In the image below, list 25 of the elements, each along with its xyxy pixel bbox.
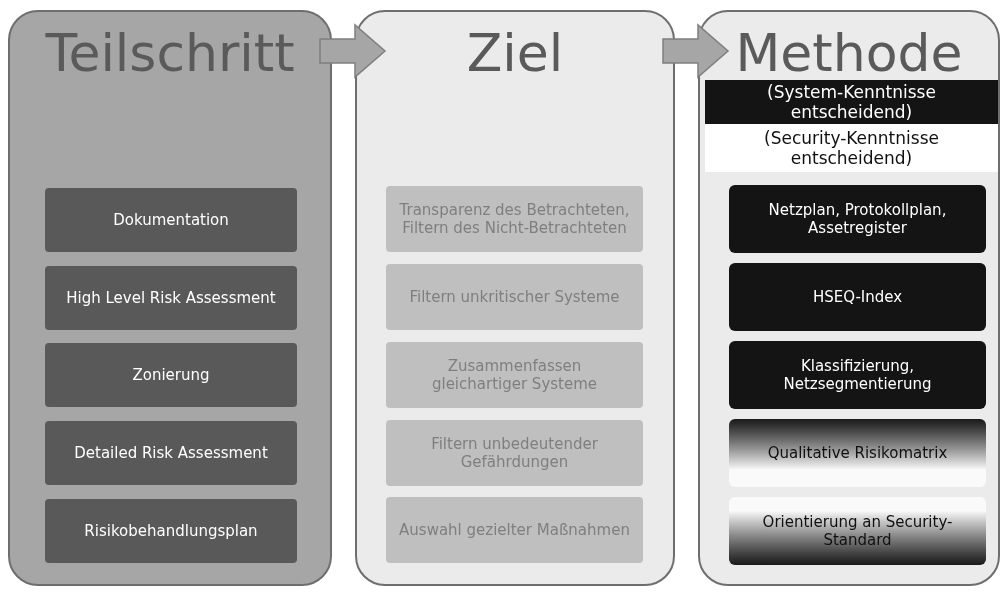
note-band: (Security-Kenntnisse entscheidend) [705, 124, 998, 172]
goal-box: Auswahl gezielter Maßnahmen [386, 497, 643, 563]
method-box: Klassifizierung, Netzsegmentierung [729, 341, 986, 409]
block-arrow [662, 23, 730, 79]
block-arrow [319, 23, 387, 79]
column-heading: Teilschritt [44, 24, 296, 82]
column-heading: Ziel [465, 24, 565, 82]
goal-box: Transparenz des Betrachteten, Filtern des Nicht-Betrachteten [386, 186, 643, 252]
step-box: High Level Risk Assessment [45, 266, 297, 330]
step-box: Dokumentation [45, 188, 297, 252]
column-panel [698, 10, 1000, 586]
method-box: Qualitative Risikomatrix [729, 419, 986, 487]
goal-box: Filtern unkritischer Systeme [386, 264, 643, 330]
step-box: Zonierung [45, 343, 297, 407]
column-panel [8, 10, 332, 586]
method-box: HSEQ-Index [729, 263, 986, 331]
goal-box: Filtern unbedeutender Gefährdungen [386, 420, 643, 486]
goal-box: Zusammenfassen gleichartiger Systeme [386, 342, 643, 408]
method-box: Netzplan, Protokollplan, Assetregister [729, 185, 986, 253]
step-box: Risikobehandlungsplan [45, 499, 297, 563]
method-box: Orientierung an Security-Standard [729, 497, 986, 565]
note-band: (System-Kenntnisse entscheidend) [705, 80, 998, 124]
column-panel [355, 10, 675, 586]
step-box: Detailed Risk Assessment [45, 421, 297, 485]
column-heading: Methode [734, 24, 964, 82]
